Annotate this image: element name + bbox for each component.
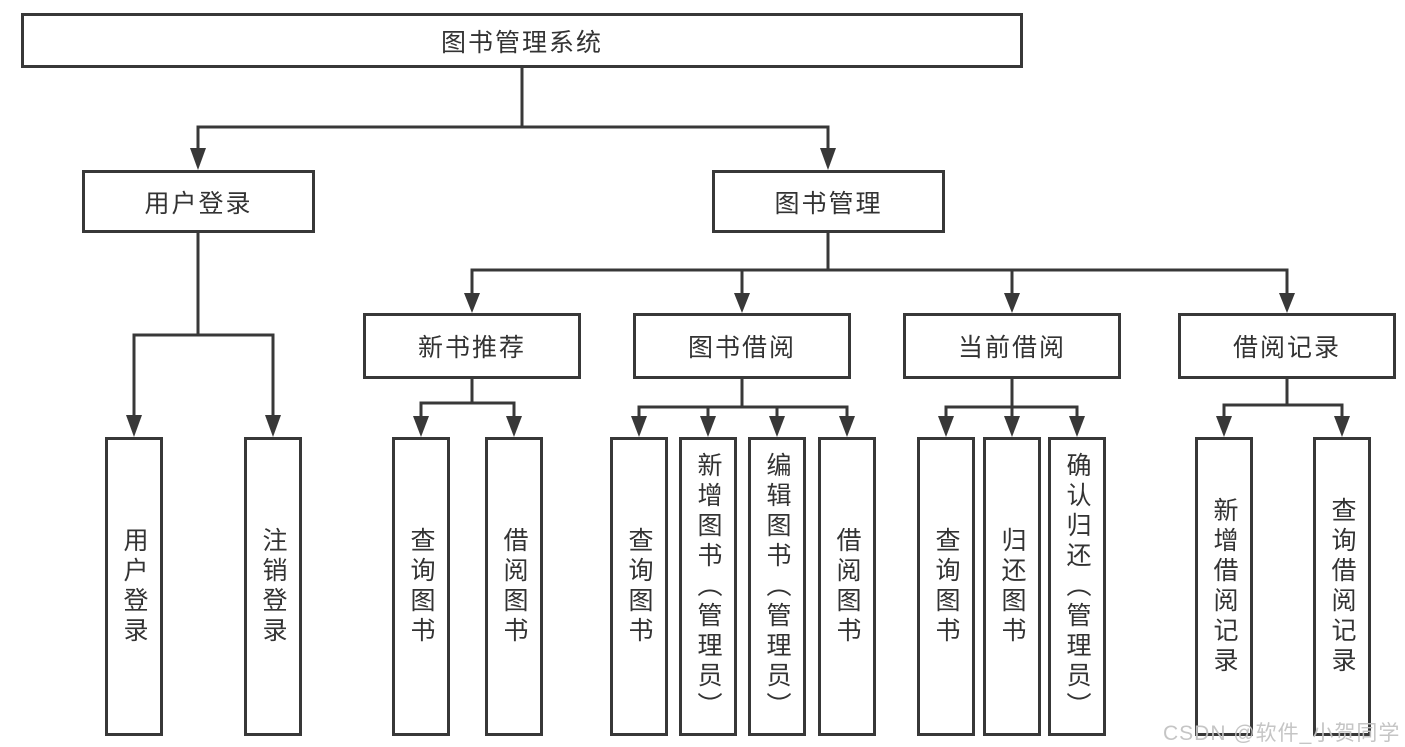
leaf-edit-books-admin: 编辑图书（管理员） (748, 437, 806, 736)
leaf-borrow-books: 借阅图书 (818, 437, 876, 736)
leaf-confirm-return-admin: 确认归还（管理员） (1048, 437, 1106, 736)
node-book-borrow: 图书借阅 (633, 313, 851, 379)
edges-current-borrow-branch (938, 379, 1085, 437)
edges-book-borrow-branch (631, 379, 855, 437)
node-new-book-recommend: 新书推荐 (363, 313, 581, 379)
node-book-management-system: 图书管理系统 (21, 13, 1023, 68)
edges-book-management-branch (464, 232, 1295, 313)
leaf-query-borrow-record: 查询借阅记录 (1313, 437, 1371, 736)
node-user-login: 用户登录 (82, 170, 315, 233)
leaf-borrow-books-recommend: 借阅图书 (485, 437, 543, 736)
leaf-query-books-current: 查询图书 (917, 437, 975, 736)
leaf-add-books-admin: 新增图书（管理员） (679, 437, 737, 736)
leaf-user-login: 用户登录 (105, 437, 163, 736)
csdn-watermark: CSDN @软件_小贺同学 (1163, 722, 1401, 745)
leaf-return-books: 归还图书 (983, 437, 1041, 736)
edges-root-branch (190, 68, 836, 170)
edges-borrow-records-branch (1216, 379, 1350, 437)
leaf-logout: 注销登录 (244, 437, 302, 736)
leaf-query-books-recommend: 查询图书 (392, 437, 450, 736)
node-borrow-records: 借阅记录 (1178, 313, 1396, 379)
node-current-borrow: 当前借阅 (903, 313, 1121, 379)
node-book-management: 图书管理 (712, 170, 945, 233)
edges-new-book-branch (413, 379, 522, 437)
leaf-query-books-borrow: 查询图书 (610, 437, 668, 736)
leaf-add-borrow-record: 新增借阅记录 (1195, 437, 1253, 736)
edges-user-login-branch (126, 233, 281, 437)
